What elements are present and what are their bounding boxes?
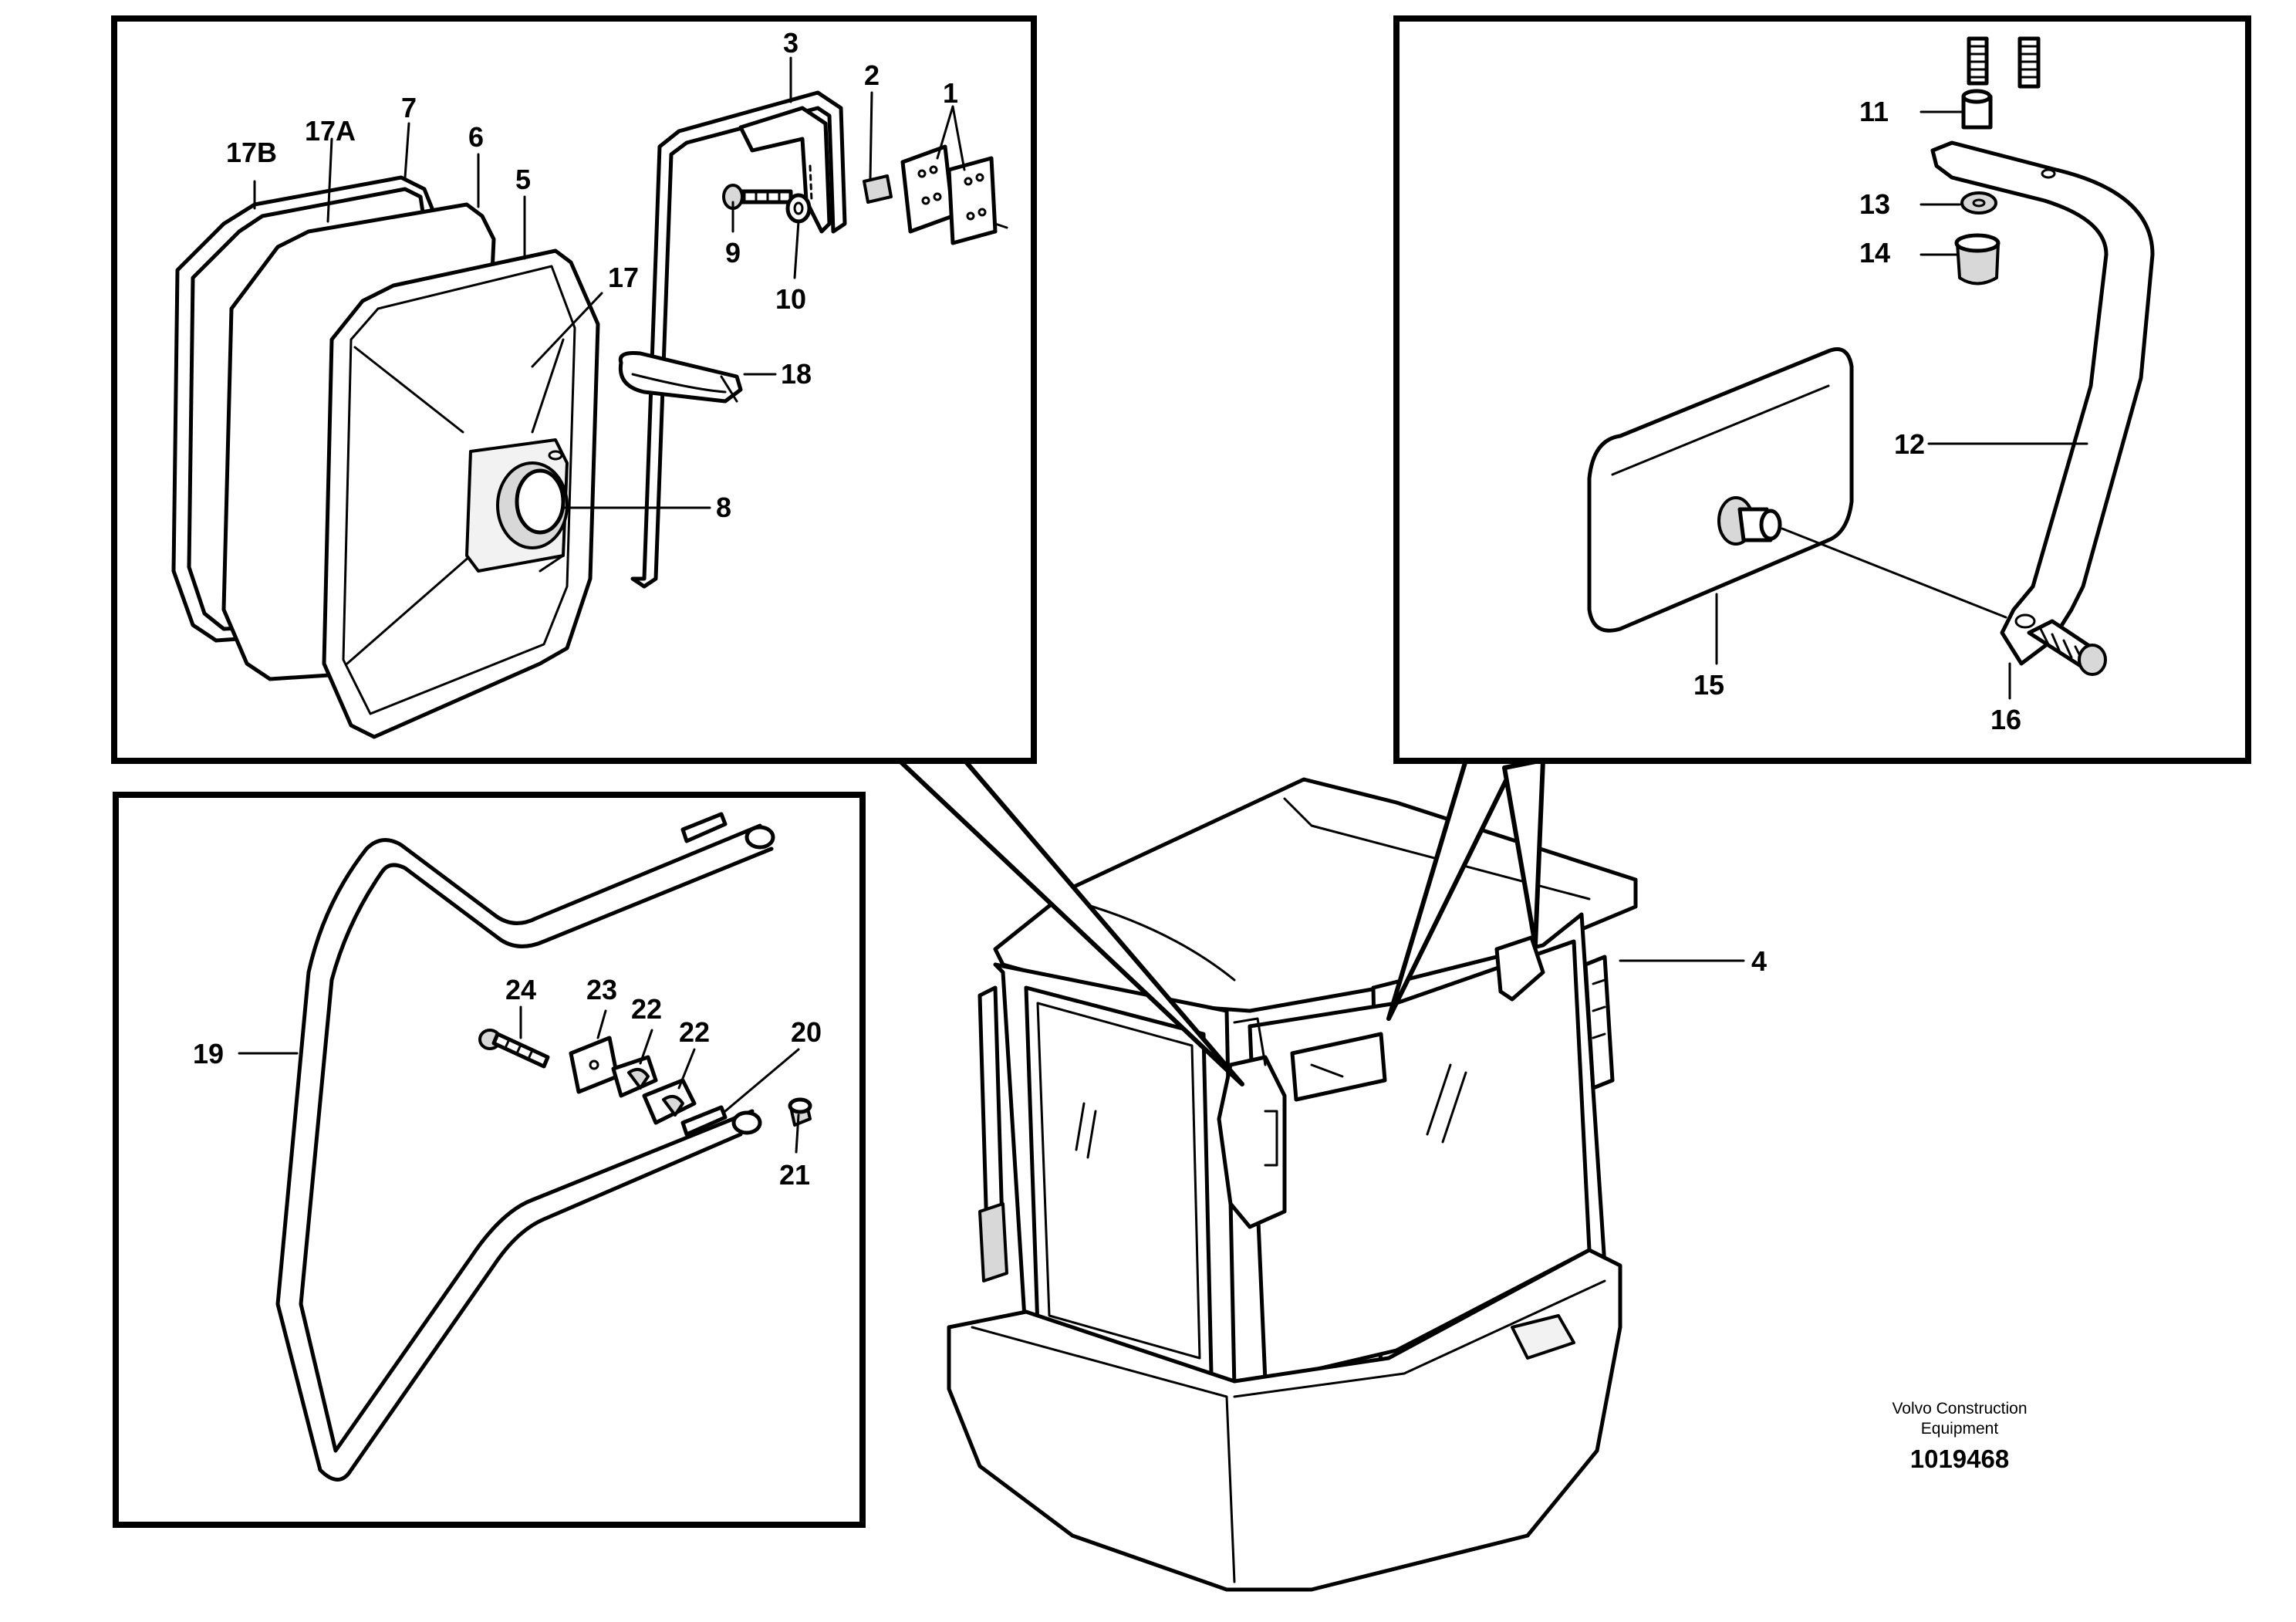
callout-4: 4 <box>1751 945 1767 977</box>
callout-9: 9 <box>725 237 741 269</box>
guard-bar-drawing <box>275 812 812 1482</box>
detail-pointers <box>896 758 1545 1086</box>
callout-17b: 17B <box>226 137 277 168</box>
callout-1: 1 <box>943 77 958 109</box>
callout-7: 7 <box>401 92 417 123</box>
callout-22b: 22 <box>679 1016 710 1048</box>
callout-numbers: 1 2 3 4 5 6 7 8 9 10 11 12 13 14 15 16 1… <box>193 27 2021 1191</box>
callout-15: 15 <box>1693 669 1724 701</box>
callout-17: 17 <box>608 262 639 293</box>
callout-3: 3 <box>783 27 799 59</box>
document-number: 1019468 <box>1910 1445 2009 1473</box>
callout-8: 8 <box>716 492 731 523</box>
callout-17a: 17A <box>305 115 356 147</box>
detail-box-guard-bar <box>113 792 866 1528</box>
maker-name-line1: Volvo Construction <box>1892 1400 2027 1418</box>
callout-12: 12 <box>1894 428 1925 460</box>
callout-2: 2 <box>864 59 880 91</box>
callout-6: 6 <box>468 121 484 153</box>
callout-13: 13 <box>1859 188 1890 220</box>
callout-5: 5 <box>515 164 531 195</box>
leader-lines <box>238 56 2088 1154</box>
callout-14: 14 <box>1859 237 1890 269</box>
callout-11: 11 <box>1859 96 1889 127</box>
callout-18: 18 <box>781 358 812 390</box>
footer: Volvo Construction Equipment 1019468 <box>1892 1400 2027 1473</box>
callout-21: 21 <box>779 1159 810 1191</box>
callout-19: 19 <box>193 1038 224 1070</box>
callout-20: 20 <box>791 1016 822 1048</box>
callout-22a: 22 <box>631 993 662 1025</box>
callout-10: 10 <box>775 283 806 315</box>
rear-mirror-drawing <box>1587 36 2155 676</box>
mirror-assembly-drawing <box>171 90 1008 739</box>
callout-24: 24 <box>505 974 536 1005</box>
callout-23: 23 <box>586 974 617 1005</box>
cab-illustration <box>947 777 1638 1592</box>
maker-name-line2: Equipment <box>1921 1420 1999 1438</box>
callout-16: 16 <box>1990 704 2021 735</box>
